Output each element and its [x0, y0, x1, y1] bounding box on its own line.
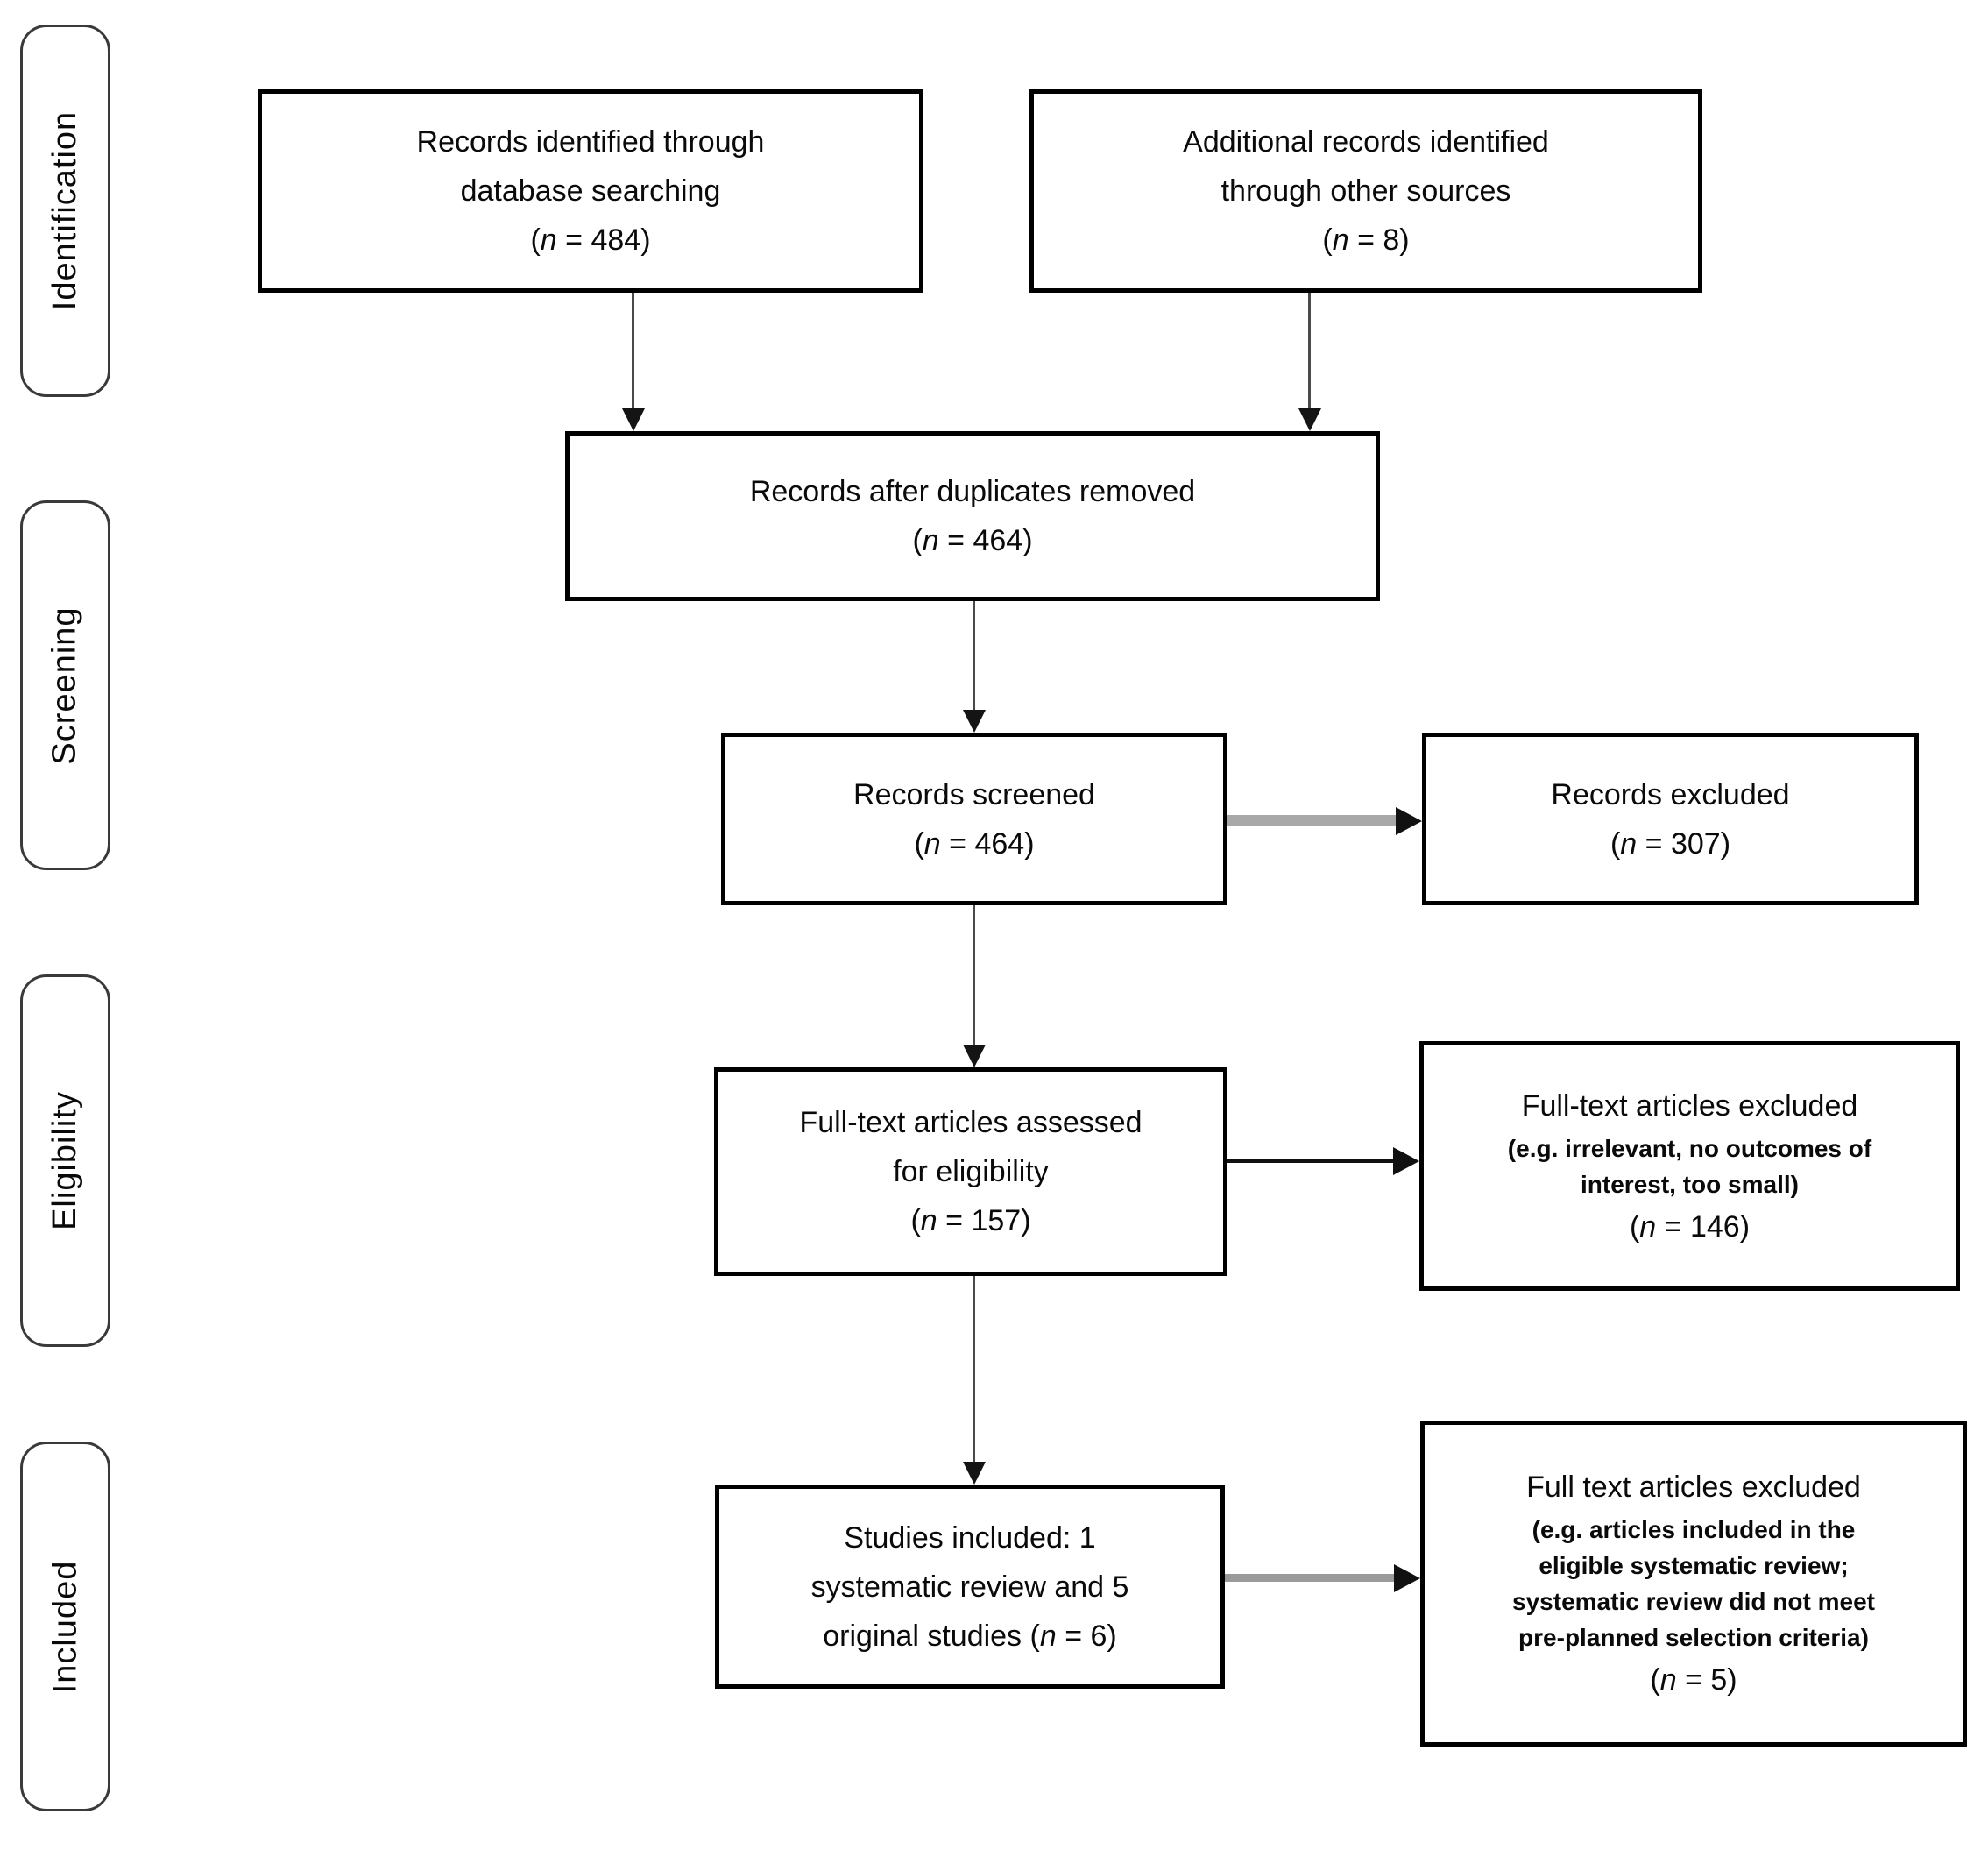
box-count-line: (n = 464) — [912, 524, 1033, 557]
box-text-line: systematic review did not meet — [1512, 1588, 1875, 1615]
box-text-line: for eligibility — [893, 1155, 1049, 1188]
stage-label: Eligibility — [46, 1091, 84, 1230]
box-count-line: (n = 464) — [914, 826, 1035, 861]
box-count-line: (n = 5) — [1650, 1663, 1737, 1697]
stage-label: Included — [46, 1560, 84, 1693]
box-records-excluded: Records excluded (n = 307) — [1422, 733, 1919, 905]
arrow-assessed-to-included — [973, 1276, 975, 1462]
box-count-line: (n = 146) — [1629, 1209, 1751, 1244]
box-text-line: (e.g. articles included in the — [1532, 1516, 1856, 1543]
box-text-line: Full text articles excluded — [1526, 1471, 1861, 1504]
box-fulltext-assessed: Full-text articles assessed for eligibil… — [714, 1067, 1227, 1276]
box-text-line: systematic review and 5 — [810, 1570, 1129, 1604]
arrow-screened-to-assessed — [973, 905, 975, 1045]
box-count-line: (n = 484) — [530, 223, 651, 257]
box-text-line: Full-text articles excluded — [1521, 1088, 1858, 1123]
box-text-line: Records after duplicates removed — [749, 475, 1196, 508]
box-count-line: (n = 157) — [910, 1204, 1031, 1237]
stage-label: Identification — [46, 110, 83, 311]
stage-included: Included — [20, 1442, 110, 1811]
arrow-screened-to-excluded — [1227, 815, 1396, 826]
box-fulltext-excluded: Full-text articles excluded (e.g. irrele… — [1419, 1041, 1960, 1291]
box-text-line: interest, too small) — [1581, 1170, 1799, 1198]
box-studies-included: Studies included: 1 systematic review an… — [715, 1485, 1225, 1689]
box-text-line: Full-text articles assessed — [799, 1106, 1143, 1139]
box-text-line: Records screened — [853, 777, 1095, 811]
box-fulltext-excluded-final: Full text articles excluded (e.g. articl… — [1420, 1421, 1967, 1747]
stage-screening: Screening — [20, 500, 110, 870]
box-additional-records: Additional records identified through ot… — [1029, 89, 1702, 293]
arrow-assessed-to-fulltext-excluded — [1227, 1159, 1393, 1163]
box-count-line: (n = 8) — [1322, 223, 1410, 257]
arrow-duplicates-to-screened — [973, 601, 975, 710]
arrow-identified-to-duplicates — [632, 293, 634, 408]
box-text-line: Records excluded — [1551, 777, 1790, 811]
box-text-line: Records identified through — [416, 125, 765, 159]
box-text-line: Additional records identified — [1183, 125, 1549, 159]
box-text-line: eligible systematic review; — [1539, 1552, 1849, 1579]
stage-eligibility: Eligibility — [20, 974, 110, 1347]
box-text-line: database searching — [460, 174, 721, 208]
arrow-included-to-final-excluded — [1225, 1574, 1394, 1582]
box-text-line: pre-planned selection criteria) — [1518, 1624, 1869, 1651]
box-text-line: through other sources — [1220, 174, 1511, 208]
box-after-duplicates: Records after duplicates removed (n = 46… — [565, 431, 1380, 601]
box-text-line: original studies (n = 6) — [823, 1619, 1117, 1653]
box-count-line: (n = 307) — [1610, 826, 1731, 861]
stage-label: Screening — [46, 606, 83, 765]
box-records-identified: Records identified through database sear… — [258, 89, 923, 293]
box-text-line: (e.g. irrelevant, no outcomes of — [1507, 1134, 1872, 1162]
box-records-screened: Records screened (n = 464) — [721, 733, 1227, 905]
box-text-line: Studies included: 1 — [844, 1520, 1096, 1555]
stage-identification: Identification — [20, 25, 110, 397]
arrow-additional-to-duplicates — [1308, 293, 1311, 408]
